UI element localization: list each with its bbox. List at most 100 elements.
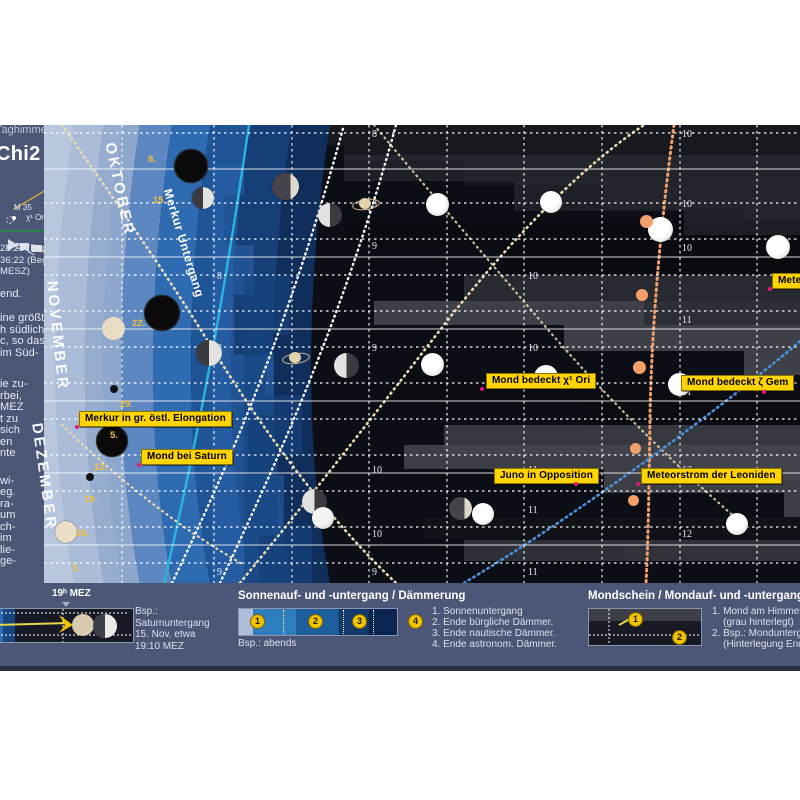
text-line: ine größte bbox=[0, 312, 51, 324]
hour-label: 10 bbox=[372, 529, 382, 540]
text-line: ge- bbox=[0, 555, 17, 567]
moon-half-left bbox=[334, 353, 359, 378]
text-line: ie zu- bbox=[0, 378, 28, 390]
sun-legend-title: Sonnenauf- und -untergang / Dämmerung bbox=[238, 590, 466, 602]
text-line: nte bbox=[0, 447, 16, 459]
event-marker bbox=[137, 463, 141, 467]
hour-label: 10 bbox=[528, 343, 538, 354]
mez-example-graphic bbox=[0, 609, 133, 642]
mez-example-box bbox=[0, 608, 134, 643]
text-line: im bbox=[0, 532, 12, 544]
event-callout[interactable]: Mete bbox=[772, 273, 800, 289]
text-line: sich bbox=[0, 424, 20, 436]
moon-legend-item: 1. Mond am Himmel bbox=[712, 606, 800, 617]
planet-jupiter bbox=[102, 317, 125, 340]
hour-label: 9 bbox=[217, 567, 222, 578]
sun-legend-sub: Bsp.: abends bbox=[238, 638, 297, 649]
mez-time-label: 19ʰ MEZ bbox=[52, 588, 91, 599]
mez-pointer-icon bbox=[62, 602, 70, 607]
footer-divider bbox=[0, 666, 800, 671]
moon-half bbox=[196, 340, 222, 366]
event-callout[interactable]: Mond bedeckt χ¹ Ori bbox=[486, 373, 597, 389]
date-tick: 15. bbox=[153, 195, 167, 206]
sun-marker-4: 4 bbox=[408, 614, 423, 629]
mez-example-caption: Bsp.: Saturnuntergang 15. Nov. etwa 19:1… bbox=[135, 606, 210, 652]
sun-legend-item: 4. Ende astronom. Dämmer. bbox=[432, 639, 558, 650]
hour-label: 12 bbox=[682, 529, 692, 540]
event-callout[interactable]: Juno in Opposition bbox=[494, 468, 599, 484]
hour-label: 8 bbox=[372, 129, 377, 140]
hour-label: 10 bbox=[372, 465, 382, 476]
event-callout[interactable]: Mond bei Saturn bbox=[141, 449, 233, 465]
saturn-disk bbox=[359, 198, 371, 209]
event-callout[interactable]: Meteorstrom der Leoniden bbox=[641, 468, 782, 484]
event-marker bbox=[636, 482, 640, 486]
hour-label: 11 bbox=[528, 567, 538, 578]
moon-full bbox=[726, 513, 748, 535]
sun-bar-divider bbox=[373, 610, 374, 634]
hour-label: 11 bbox=[528, 505, 538, 516]
moon-marker-2: 2 bbox=[672, 630, 687, 645]
text-line: rbei, bbox=[0, 389, 22, 402]
text-line: lie- bbox=[0, 543, 16, 556]
date-tick: 12. bbox=[94, 462, 108, 473]
saturn-disk bbox=[289, 352, 301, 363]
hour-label: 10 bbox=[682, 129, 692, 140]
hour-label: 9 bbox=[372, 343, 377, 354]
sky-chart-plot[interactable]: 8 8 10 10 8 9 10 10 8 9 10 11 11 10 11 1… bbox=[44, 125, 800, 583]
date-tick: 22. bbox=[132, 318, 146, 329]
meteor-radiant-marker bbox=[633, 361, 646, 374]
text-line: wi- bbox=[0, 474, 15, 487]
legend-bar: 19ʰ MEZ Bsp.: Saturnunt bbox=[0, 586, 800, 666]
hour-label: 11 bbox=[682, 315, 692, 326]
event-marker bbox=[574, 482, 578, 486]
moon-full bbox=[426, 193, 449, 216]
text-line: c, so dass bbox=[0, 335, 51, 347]
poster-body: Taghimmel – zieht er nördlich Chi2 Orion… bbox=[0, 125, 800, 671]
moon-waning bbox=[55, 521, 77, 543]
date-tick: 29. bbox=[120, 399, 134, 410]
moon-full bbox=[766, 235, 790, 259]
sun-marker-2: 2 bbox=[308, 614, 323, 629]
text-line: ch- bbox=[0, 520, 16, 533]
moon-half-left bbox=[318, 203, 342, 227]
twilight-bands bbox=[44, 125, 800, 583]
event-marker bbox=[480, 387, 484, 391]
event-marker bbox=[762, 390, 766, 394]
hour-label: 10 bbox=[682, 243, 692, 254]
text-line: im Süd- bbox=[0, 346, 39, 359]
hour-label: 10 bbox=[528, 271, 538, 282]
sun-legend-item: 2. Ende bürgliche Dämmer. bbox=[432, 617, 554, 628]
hour-label: 8 bbox=[217, 271, 222, 282]
planet-saturn bbox=[281, 349, 311, 367]
starmap-label-m35: M 35 bbox=[14, 203, 32, 212]
text-line: um bbox=[0, 509, 16, 521]
moon-legend-item: 2. Bsp.: Monduntergang bbox=[712, 628, 800, 639]
event-callout[interactable]: Merkur in gr. östl. Elongation bbox=[79, 411, 232, 427]
meteor-radiant-marker bbox=[628, 495, 639, 506]
sun-marker-1: 1 bbox=[250, 614, 265, 629]
moon-legend-item: (Hinterlegung Ende) bbox=[723, 639, 800, 650]
date-tick: 8. bbox=[148, 154, 156, 165]
starmap-label-chi1-ori: χ¹ Ori bbox=[26, 213, 46, 222]
date-tick: 19. bbox=[84, 494, 98, 505]
text-line: ra- bbox=[0, 497, 14, 510]
sun-bar-divider bbox=[343, 610, 344, 634]
moon-legend-title: Mondschein / Mondauf- und -untergang bbox=[588, 590, 800, 602]
moon-legend-item: (grau hinterlegt) bbox=[712, 617, 794, 628]
sun-bar-divider bbox=[283, 610, 284, 634]
text-line: MESZ) bbox=[0, 266, 31, 277]
date-tick: 3. bbox=[72, 563, 80, 574]
text-line: t zu bbox=[0, 412, 19, 425]
moon-full bbox=[312, 507, 334, 529]
moon-new bbox=[144, 295, 180, 331]
meteor-radiant-marker bbox=[636, 289, 648, 301]
moon-new bbox=[174, 149, 208, 183]
sun-legend-item: 1. Sonnenuntergang bbox=[432, 606, 523, 617]
date-tick: 26. bbox=[76, 528, 90, 539]
moon-full bbox=[472, 503, 494, 525]
hour-label: 9 bbox=[372, 241, 377, 252]
text-line: eg. bbox=[0, 486, 16, 498]
event-callout[interactable]: Mond bedeckt ζ Gem bbox=[681, 375, 795, 391]
event-marker bbox=[75, 425, 79, 429]
